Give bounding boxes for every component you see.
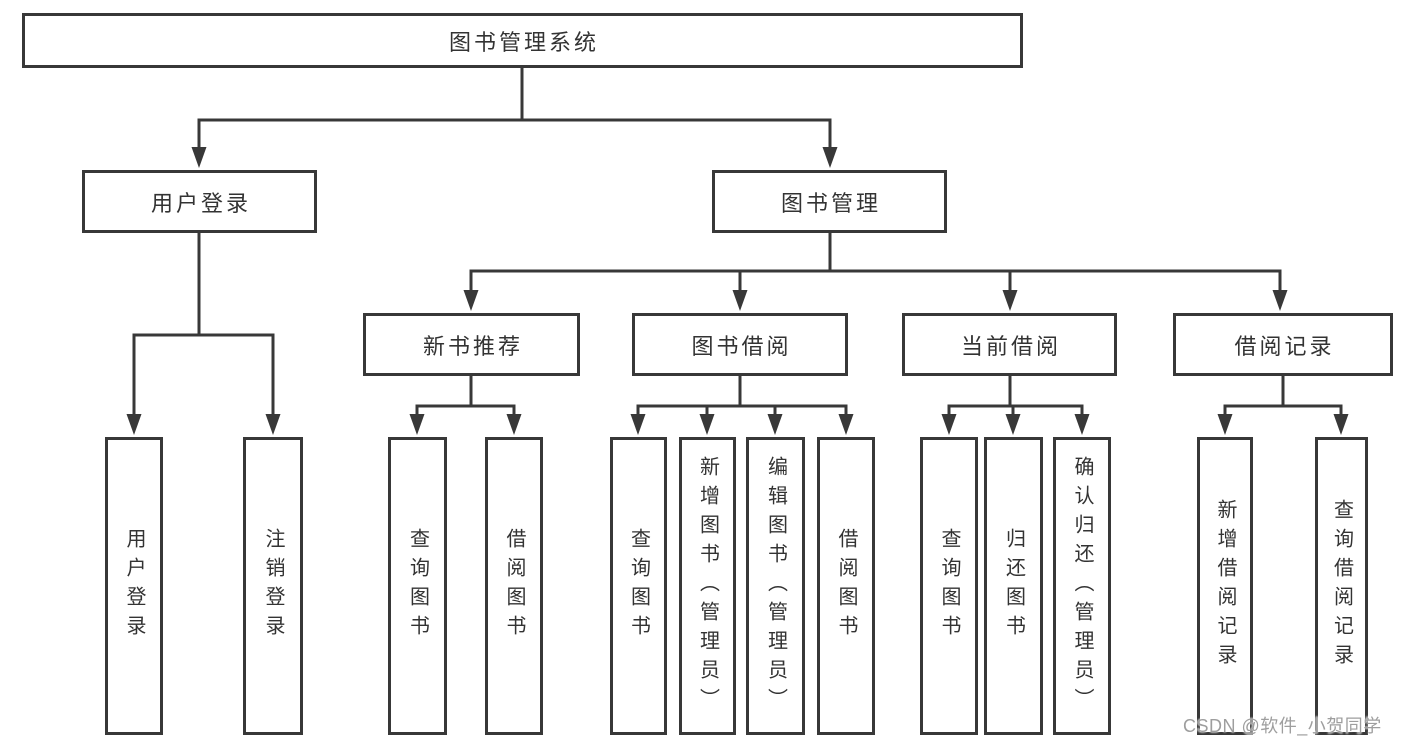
node-system-root: 图书管理系统 (22, 13, 1023, 68)
arrowhead (1272, 290, 1288, 311)
leaf-borrow-book-1: 借阅图书 (485, 437, 543, 735)
arrowhead (732, 290, 748, 311)
arrowhead (1002, 290, 1018, 311)
leaf-query-book-1: 查询图书 (388, 437, 447, 735)
arrowhead (191, 147, 207, 168)
leaf-add-borrow-record: 新增借阅记录 (1197, 437, 1253, 735)
arrowhead (822, 147, 838, 168)
leaf-query-borrow-record: 查询借阅记录 (1315, 437, 1368, 735)
arrowhead (265, 414, 281, 435)
arrowhead (1074, 414, 1090, 435)
leaf-return-book: 归还图书 (984, 437, 1043, 735)
arrowhead (941, 414, 957, 435)
leaf-logout: 注销登录 (243, 437, 303, 735)
arrowhead (767, 414, 783, 435)
leaf-user-login: 用户登录 (105, 437, 163, 735)
arrowheads (126, 147, 1349, 435)
leaf-add-book-admin: 新增图书（管理员） (679, 437, 736, 735)
leaf-query-book-3: 查询图书 (920, 437, 978, 735)
leaf-query-book-2: 查询图书 (610, 437, 667, 735)
arrowhead (126, 414, 142, 435)
node-book-management: 图书管理 (712, 170, 947, 233)
node-new-book-recommend: 新书推荐 (363, 313, 580, 376)
arrowhead (630, 414, 646, 435)
arrowhead (838, 414, 854, 435)
arrowhead (699, 414, 715, 435)
leaf-edit-book-admin: 编辑图书（管理员） (746, 437, 805, 735)
csdn-watermark: CSDN @软件_小贺同学 (1183, 716, 1382, 736)
node-user-login: 用户登录 (82, 170, 317, 233)
node-current-borrow: 当前借阅 (902, 313, 1117, 376)
arrowhead (1217, 414, 1233, 435)
arrowhead (1333, 414, 1349, 435)
arrowhead (463, 290, 479, 311)
arrowhead (1005, 414, 1021, 435)
node-borrow-records: 借阅记录 (1173, 313, 1393, 376)
arrowhead (506, 414, 522, 435)
leaf-confirm-return-admin: 确认归还（管理员） (1053, 437, 1111, 735)
tree-edges (132, 66, 1343, 418)
leaf-borrow-book-2: 借阅图书 (817, 437, 875, 735)
arrowhead (409, 414, 425, 435)
node-book-borrow: 图书借阅 (632, 313, 848, 376)
